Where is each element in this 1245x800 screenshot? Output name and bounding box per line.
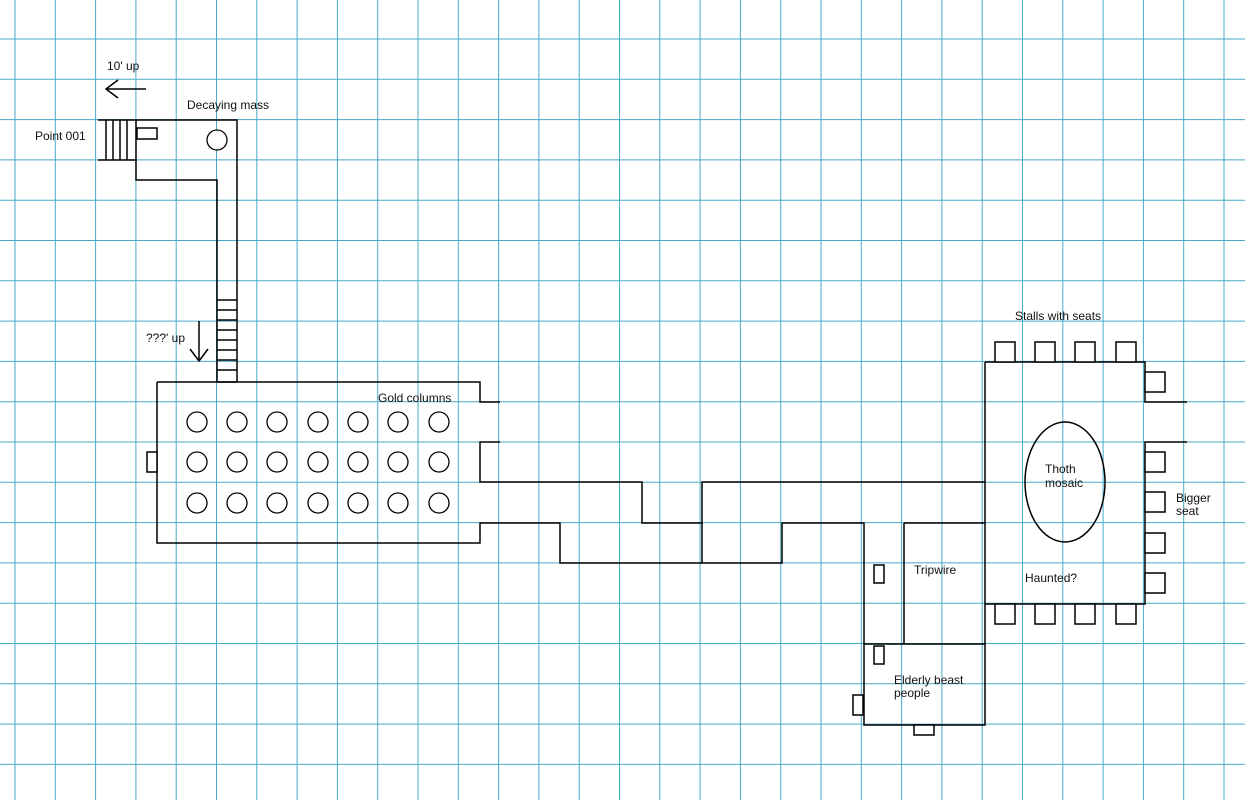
seat-icon (1144, 532, 1166, 554)
thoth-mosaic (1024, 421, 1106, 543)
seat-icon (1144, 491, 1166, 513)
column-grid (186, 411, 450, 514)
seat-icon (994, 603, 1016, 625)
column-icon (428, 492, 450, 514)
label-haunted: Haunted? (1025, 571, 1077, 585)
seat-icon (1115, 603, 1137, 625)
column-icon (266, 451, 288, 473)
seat-icon (136, 127, 158, 140)
decaying-mass-icon (206, 129, 228, 151)
seat-icon (1034, 603, 1056, 625)
column-icon (428, 411, 450, 433)
label-gold-columns: Gold columns (378, 391, 451, 405)
seat-icon (1074, 341, 1096, 363)
column-icon (387, 451, 409, 473)
stairs-icon (98, 119, 136, 161)
entry-room (98, 119, 238, 383)
east-corridor (701, 481, 986, 736)
label-stalls-with-seats: Stalls with seats (1015, 309, 1101, 323)
column-icon (186, 411, 208, 433)
label-thoth-mosaic-2: mosaic (1045, 476, 1083, 490)
label-tripwire: Tripwire (914, 563, 957, 577)
column-icon (387, 411, 409, 433)
stairs-icon (217, 299, 237, 371)
seat-icon (873, 564, 885, 584)
column-icon (307, 411, 329, 433)
column-icon (226, 451, 248, 473)
column-icon (186, 492, 208, 514)
label-bigger-seat-2: seat (1176, 504, 1199, 518)
seat-icon (1115, 341, 1137, 363)
seat-icon (873, 645, 885, 665)
seat-icon (1144, 572, 1166, 594)
column-icon (347, 411, 369, 433)
seat-icon (1144, 371, 1166, 393)
label-thoth-mosaic: Thoth (1045, 462, 1076, 476)
column-icon (226, 492, 248, 514)
column-icon (266, 492, 288, 514)
column-icon (186, 451, 208, 473)
column-icon (347, 451, 369, 473)
column-icon (266, 411, 288, 433)
arrow-left-icon (104, 79, 146, 99)
seat-icon (994, 341, 1016, 363)
column-icon (347, 492, 369, 514)
column-icon (428, 451, 450, 473)
column-icon (387, 492, 409, 514)
arrow-down-icon (189, 321, 209, 363)
seat-icon (852, 694, 864, 716)
temple-room (984, 341, 1187, 625)
column-icon (226, 411, 248, 433)
column-icon (307, 492, 329, 514)
gold-columns-hall (146, 381, 703, 564)
label-point-001: Point 001 (35, 129, 86, 143)
seat-icon (1074, 603, 1096, 625)
label-unknown-up: ???' up (146, 331, 185, 345)
label-ten-up: 10' up (107, 59, 140, 73)
label-decaying-mass: Decaying mass (187, 98, 269, 112)
seat-icon (1034, 341, 1056, 363)
stalls-with-seats (994, 341, 1166, 625)
column-icon (307, 451, 329, 473)
label-elderly-beast: Elderly beast (894, 673, 964, 687)
seat-icon (913, 724, 935, 736)
seat-icon (146, 451, 158, 473)
label-elderly-beast-2: people (894, 686, 930, 700)
label-bigger-seat: Bigger (1176, 491, 1211, 505)
seat-icon (1144, 451, 1166, 473)
